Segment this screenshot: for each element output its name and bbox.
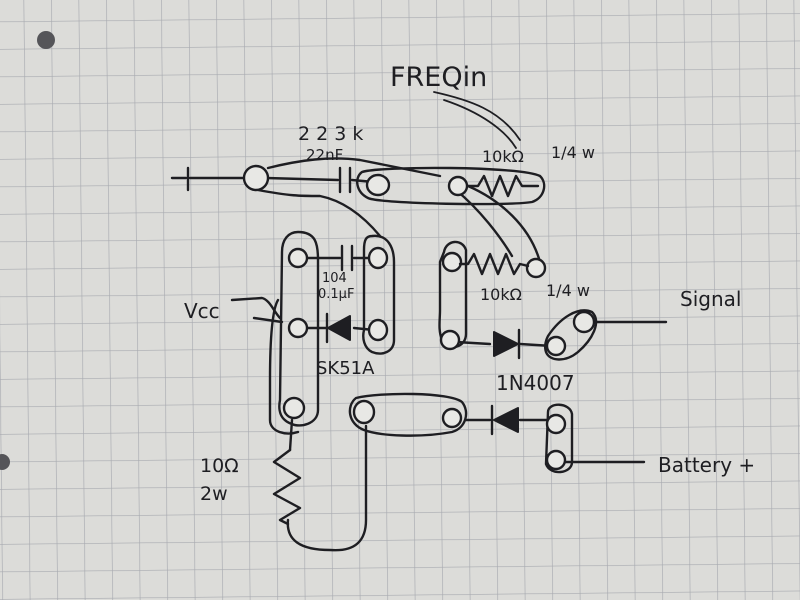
pad-1n-lower-right [545,413,567,435]
label-diode-1n4007: 1N4007 [496,371,575,395]
top-trace-strip [356,166,546,206]
pad-top-left [242,164,270,192]
pad-sk51a-right [367,318,389,342]
pad-battery [545,449,567,471]
freq-in-lead [433,91,521,141]
capacitor-top-symbol [338,166,352,194]
label-diode-sk51a: SK51A [316,358,375,379]
diode-1n-upper-symbol [493,331,519,357]
trace-top-left-diagonal [256,188,382,238]
pads [242,164,596,471]
diode-1n-lower-symbol [493,407,519,433]
pad-res-mid-left [441,251,463,273]
label-res-mid: 10kΩ [480,285,522,304]
left-strip-outer [268,298,300,435]
label-res-mid-power: 1/4 w [546,281,590,300]
binder-hole-top [37,31,55,49]
trace-res-top-to-res-mid-2 [466,184,542,264]
label-res-top: 10kΩ [482,147,524,166]
pad-bottom-center [352,399,376,425]
wire-to-cap-top [264,176,340,182]
trace-top-arc [266,157,442,178]
pad-top-res-left [447,175,469,197]
label-battery: Battery + [658,453,755,477]
resistor-top-symbol [466,174,540,198]
label-res-bottom-value: 10Ω [200,455,239,477]
pad-cap-mid-left [287,247,309,269]
capacitor-mid-symbol [340,244,354,272]
label-cap-value-top: 22nF [306,146,343,164]
bottom-horizontal-strip [348,392,468,437]
label-vcc: Vcc [184,299,220,323]
binder-hole-bottom [0,454,10,470]
labels: FREQin 2 2 3 k 22nF 10kΩ 1/4 w 104 0.1μF… [184,62,755,505]
pad-cap-mid-right [367,246,389,270]
pad-top-cap-right [365,173,391,197]
label-res-top-power: 1/4 w [551,143,595,162]
resistor-bottom-symbol [272,448,302,526]
label-res-bottom-power: 2w [200,483,228,505]
wire-1n-upper-left [454,340,492,346]
label-cap-value-mid: 0.1μF [318,287,354,302]
resistor-mid-symbol [458,252,530,276]
pad-signal [572,310,596,334]
bottom-loop-wire [286,424,368,552]
pad-res-bottom-top [282,396,306,420]
pad-sk51a-left [287,317,309,339]
components [272,166,540,526]
freq-in-lead-2 [443,99,517,149]
pad-1n-lower-left [441,407,463,429]
pad-1n-upper-left [439,329,461,351]
label-cap-code-mid: 104 [322,271,347,286]
diode-sk51a-symbol [327,315,351,341]
label-cap-code-top: 2 2 3 k [298,123,363,145]
vcc-lead-2 [252,316,284,324]
label-signal: Signal [680,287,741,311]
pad-res-mid-right [525,257,547,279]
wire-res-bottom-top [288,418,294,452]
pad-1n-upper-right [545,335,567,357]
trace-res-top-to-res-mid [454,188,514,258]
center-vertical-strip [362,234,396,355]
label-freq-in: FREQin [390,62,487,93]
signal-pad-strip [543,309,598,361]
vcc-lead [230,296,282,320]
